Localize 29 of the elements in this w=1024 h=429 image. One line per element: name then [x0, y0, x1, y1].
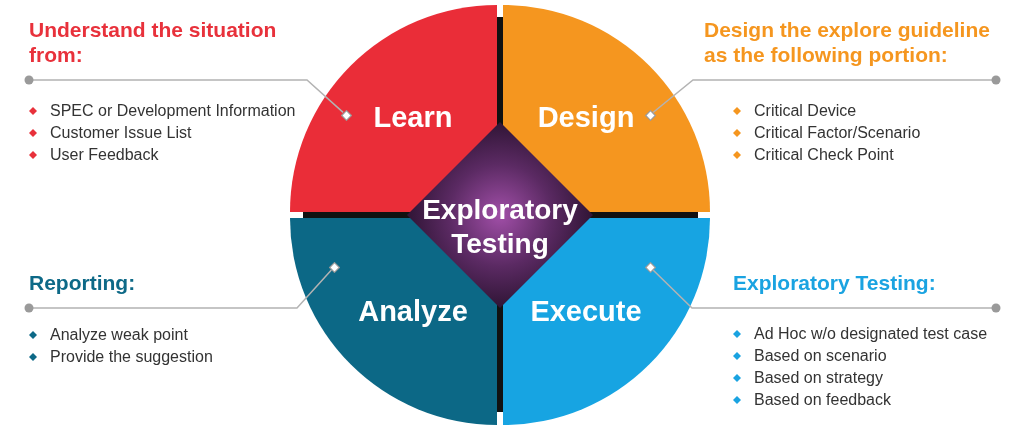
center-label: Exploratory Testing [422, 193, 578, 261]
segment-label: Analyze [358, 295, 468, 327]
list-item: Based on strategy [754, 368, 883, 388]
list-item: Based on feedback [754, 390, 891, 410]
section-heading: Understand the situation from: [29, 17, 278, 67]
leader-line [652, 268, 1001, 313]
diamond-marker [340, 109, 352, 121]
list-item: Critical Factor/Scenario [754, 123, 921, 143]
segment-label: Learn [373, 101, 453, 133]
segment-label: Design [537, 101, 635, 133]
list-item: Critical Check Point [754, 145, 894, 165]
list-item: Provide the suggestion [50, 347, 213, 367]
diamond-marker [328, 261, 340, 273]
diamond-marker [644, 261, 656, 273]
section-heading: Reporting: [29, 270, 137, 295]
list-item: User Feedback [50, 145, 159, 165]
list-item: Based on scenario [754, 346, 887, 366]
diamond-marker [644, 109, 656, 121]
leader-line [652, 75, 1001, 114]
list-item: Ad Hoc w/o designated test case [754, 324, 988, 344]
list-item: Customer Issue List [50, 123, 192, 143]
leader-line [24, 269, 333, 313]
list-item: Critical Device [754, 101, 857, 121]
list-item: SPEC or Development Information [50, 101, 296, 121]
section-heading: Design the explore guideline as the following portion: [704, 17, 991, 67]
leader-line [24, 75, 344, 114]
list-item: Analyze weak point [50, 325, 188, 345]
segment-label: Execute [530, 295, 642, 327]
section-heading: Exploratory Testing: [733, 270, 937, 295]
